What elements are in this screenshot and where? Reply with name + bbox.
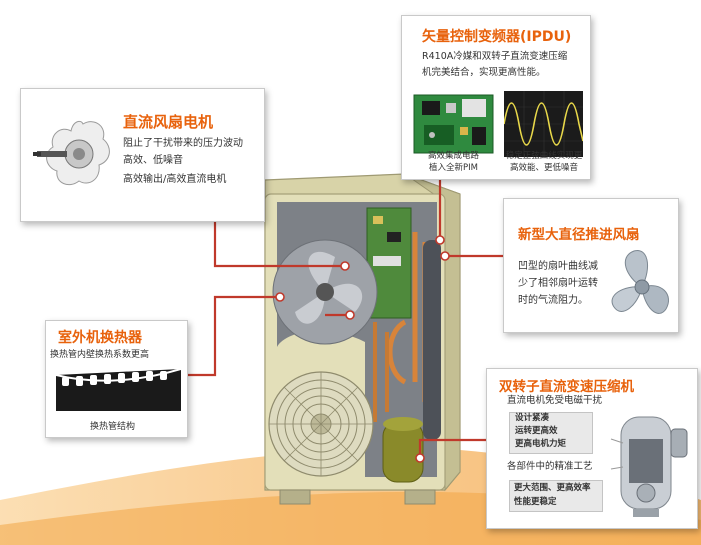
compressor-feature-box-2 — [509, 480, 603, 512]
circuit-board-image — [413, 94, 494, 154]
compressor-box2-line2: 性能更稳定 — [514, 497, 557, 507]
ipdu-title: 矢量控制变频器(IPDU) — [422, 29, 572, 45]
heat-exchanger-caption: 换热管结构 — [90, 422, 136, 432]
propeller-fan-image — [611, 250, 669, 314]
fan-motor-card: 直流风扇电机 阻止了干扰带来的压力波动 高效、低噪音 高效输出/高效直流电机 — [20, 88, 265, 222]
fan-motor-line2: 高效、低噪音 — [123, 155, 183, 166]
compressor-box1-line3: 更高电机力矩 — [515, 439, 567, 449]
compressor-sub: 直流电机免受电磁干扰 — [507, 395, 603, 406]
heat-exchanger-tube-image — [56, 368, 181, 411]
sine-wave-oscilloscope-image — [504, 91, 583, 157]
compressor-box1-line2: 运转更高效 — [515, 426, 558, 436]
compressor-mid-text: 各部件中的精准工艺 — [507, 461, 593, 472]
ipdu-caption-2a: 稳定正弦曲线实现更 — [505, 151, 583, 161]
compressor-box2-line1: 更大范围、更高效率 — [514, 483, 591, 493]
outdoor-unit-illustration — [264, 173, 461, 505]
compressor-feature-box-1 — [509, 412, 593, 454]
heat-exchanger-title: 室外机换热器 — [58, 330, 142, 346]
heat-exchanger-sub: 换热管内壁换热系数更高 — [50, 350, 150, 360]
propeller-fan-title: 新型大直径推进风扇 — [518, 227, 640, 243]
ipdu-desc-line2: 机完美结合，实现更高性能。 — [422, 67, 546, 78]
propeller-fan-line2: 少了相邻扇叶运转 — [518, 278, 598, 289]
propeller-fan-card: 新型大直径推进风扇 凹型的扇叶曲线减 少了相邻扇叶运转 时的气流阻力。 — [503, 198, 679, 333]
compressor-title: 双转子直流变速压缩机 — [499, 379, 634, 395]
fan-motor-image — [33, 120, 110, 186]
ipdu-caption-2b: 高效能、更低噪音 — [509, 163, 578, 173]
propeller-fan-line1: 凹型的扇叶曲线减 — [518, 261, 598, 272]
ipdu-card: 矢量控制变频器(IPDU) R410A冷媒和双转子直流变速压缩 机完美结合，实现… — [401, 15, 591, 180]
fan-motor-title: 直流风扇电机 — [123, 113, 214, 131]
propeller-fan-line3: 时的气流阻力。 — [518, 295, 588, 306]
compressor-cutaway-image — [610, 416, 688, 517]
heat-exchanger-card: 室外机换热器 换热管内壁换热系数更高 换热管结构 — [45, 320, 188, 438]
fan-motor-line3: 高效输出/高效直流电机 — [123, 174, 227, 185]
ipdu-desc-line1: R410A冷媒和双转子直流变速压缩 — [422, 51, 568, 62]
compressor-card: 双转子直流变速压缩机 直流电机免受电磁干扰 设计紧凑 运转更高效 更高电机力矩 … — [486, 368, 698, 529]
ipdu-caption-1a: 高效集成电路 — [427, 151, 479, 161]
fan-motor-line1: 阻止了干扰带来的压力波动 — [123, 138, 243, 149]
compressor-box1-line1: 设计紧凑 — [515, 413, 550, 423]
ipdu-caption-1b: 植入全新PIM — [429, 163, 478, 173]
